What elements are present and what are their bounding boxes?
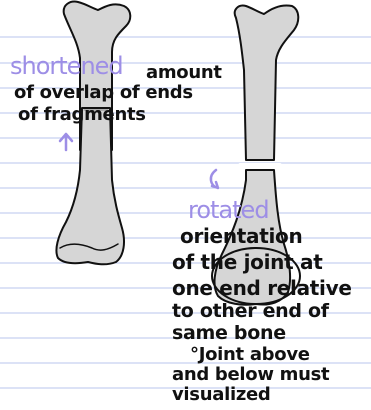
shortened-up-arrow bbox=[60, 134, 72, 150]
rotated-heading: rotated bbox=[188, 196, 269, 224]
right-bone-upper-fragment bbox=[235, 5, 299, 160]
left-bone bbox=[56, 2, 130, 265]
rotated-line-1: orientation bbox=[180, 224, 302, 248]
shortened-line-3: of fragments bbox=[18, 104, 146, 125]
shortened-line-2: of overlap of ends bbox=[14, 82, 193, 103]
rotated-line-2: of the joint at bbox=[172, 250, 323, 274]
rotated-line-6: °Joint above bbox=[190, 344, 310, 365]
rotated-line-7: and below must bbox=[172, 364, 329, 385]
shortened-line-1: amount bbox=[146, 62, 222, 83]
rotated-line-5: same bone bbox=[172, 322, 286, 344]
left-bone-lower-fragment bbox=[56, 108, 124, 264]
rotated-line-3: one end relative bbox=[172, 276, 352, 300]
shortened-heading: shortened bbox=[10, 52, 123, 80]
rotated-curl-arrow bbox=[211, 170, 218, 188]
rotated-line-4: to other end of bbox=[172, 300, 329, 322]
rotated-line-8: visualized bbox=[172, 384, 271, 405]
